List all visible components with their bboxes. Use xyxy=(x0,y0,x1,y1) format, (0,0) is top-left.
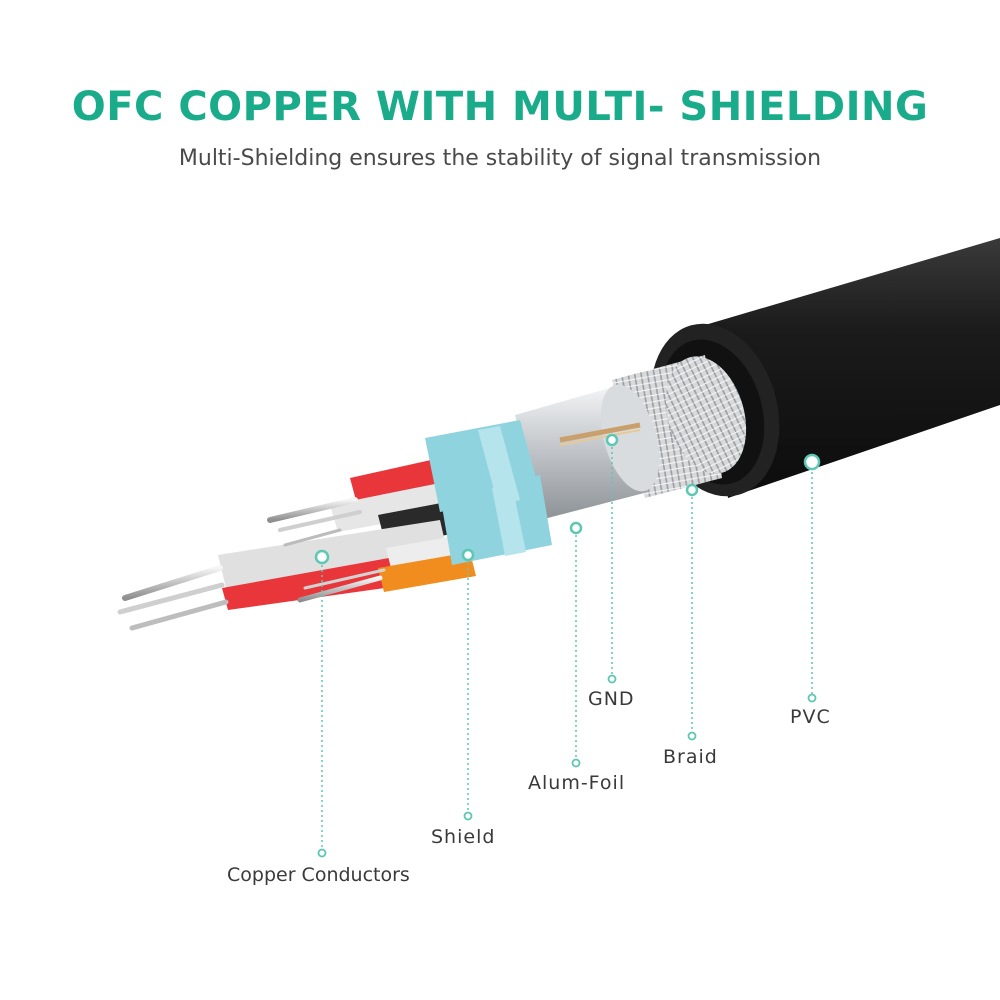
dot-copper-conductors-top xyxy=(314,549,330,565)
page-subtitle: Multi-Shielding ensures the stability of… xyxy=(178,146,822,171)
leader-end-dots xyxy=(317,674,817,858)
dot-braid-top xyxy=(685,483,699,497)
leader-lines xyxy=(321,442,813,852)
dot-shield-top xyxy=(461,548,475,562)
shield-wraps xyxy=(425,420,552,565)
label-copper-conductors: Copper Conductors xyxy=(227,864,410,886)
page-title: OFC COPPER WITH MULTI- SHIELDING xyxy=(71,84,929,130)
dot-pvc-top xyxy=(803,453,821,471)
label-gnd: GND xyxy=(588,688,635,710)
label-braid: Braid xyxy=(663,746,718,768)
dot-gnd-top xyxy=(605,433,619,447)
label-shield: Shield xyxy=(431,826,496,848)
aluminum-foil-layer xyxy=(515,384,660,520)
label-pvc: PVC xyxy=(790,706,831,728)
copper-strands xyxy=(117,497,386,631)
gnd-wire xyxy=(559,422,641,446)
label-alum-foil: Alum-Foil xyxy=(528,772,626,794)
leader-dots xyxy=(314,433,821,565)
dot-alum-foil-top xyxy=(569,521,583,535)
